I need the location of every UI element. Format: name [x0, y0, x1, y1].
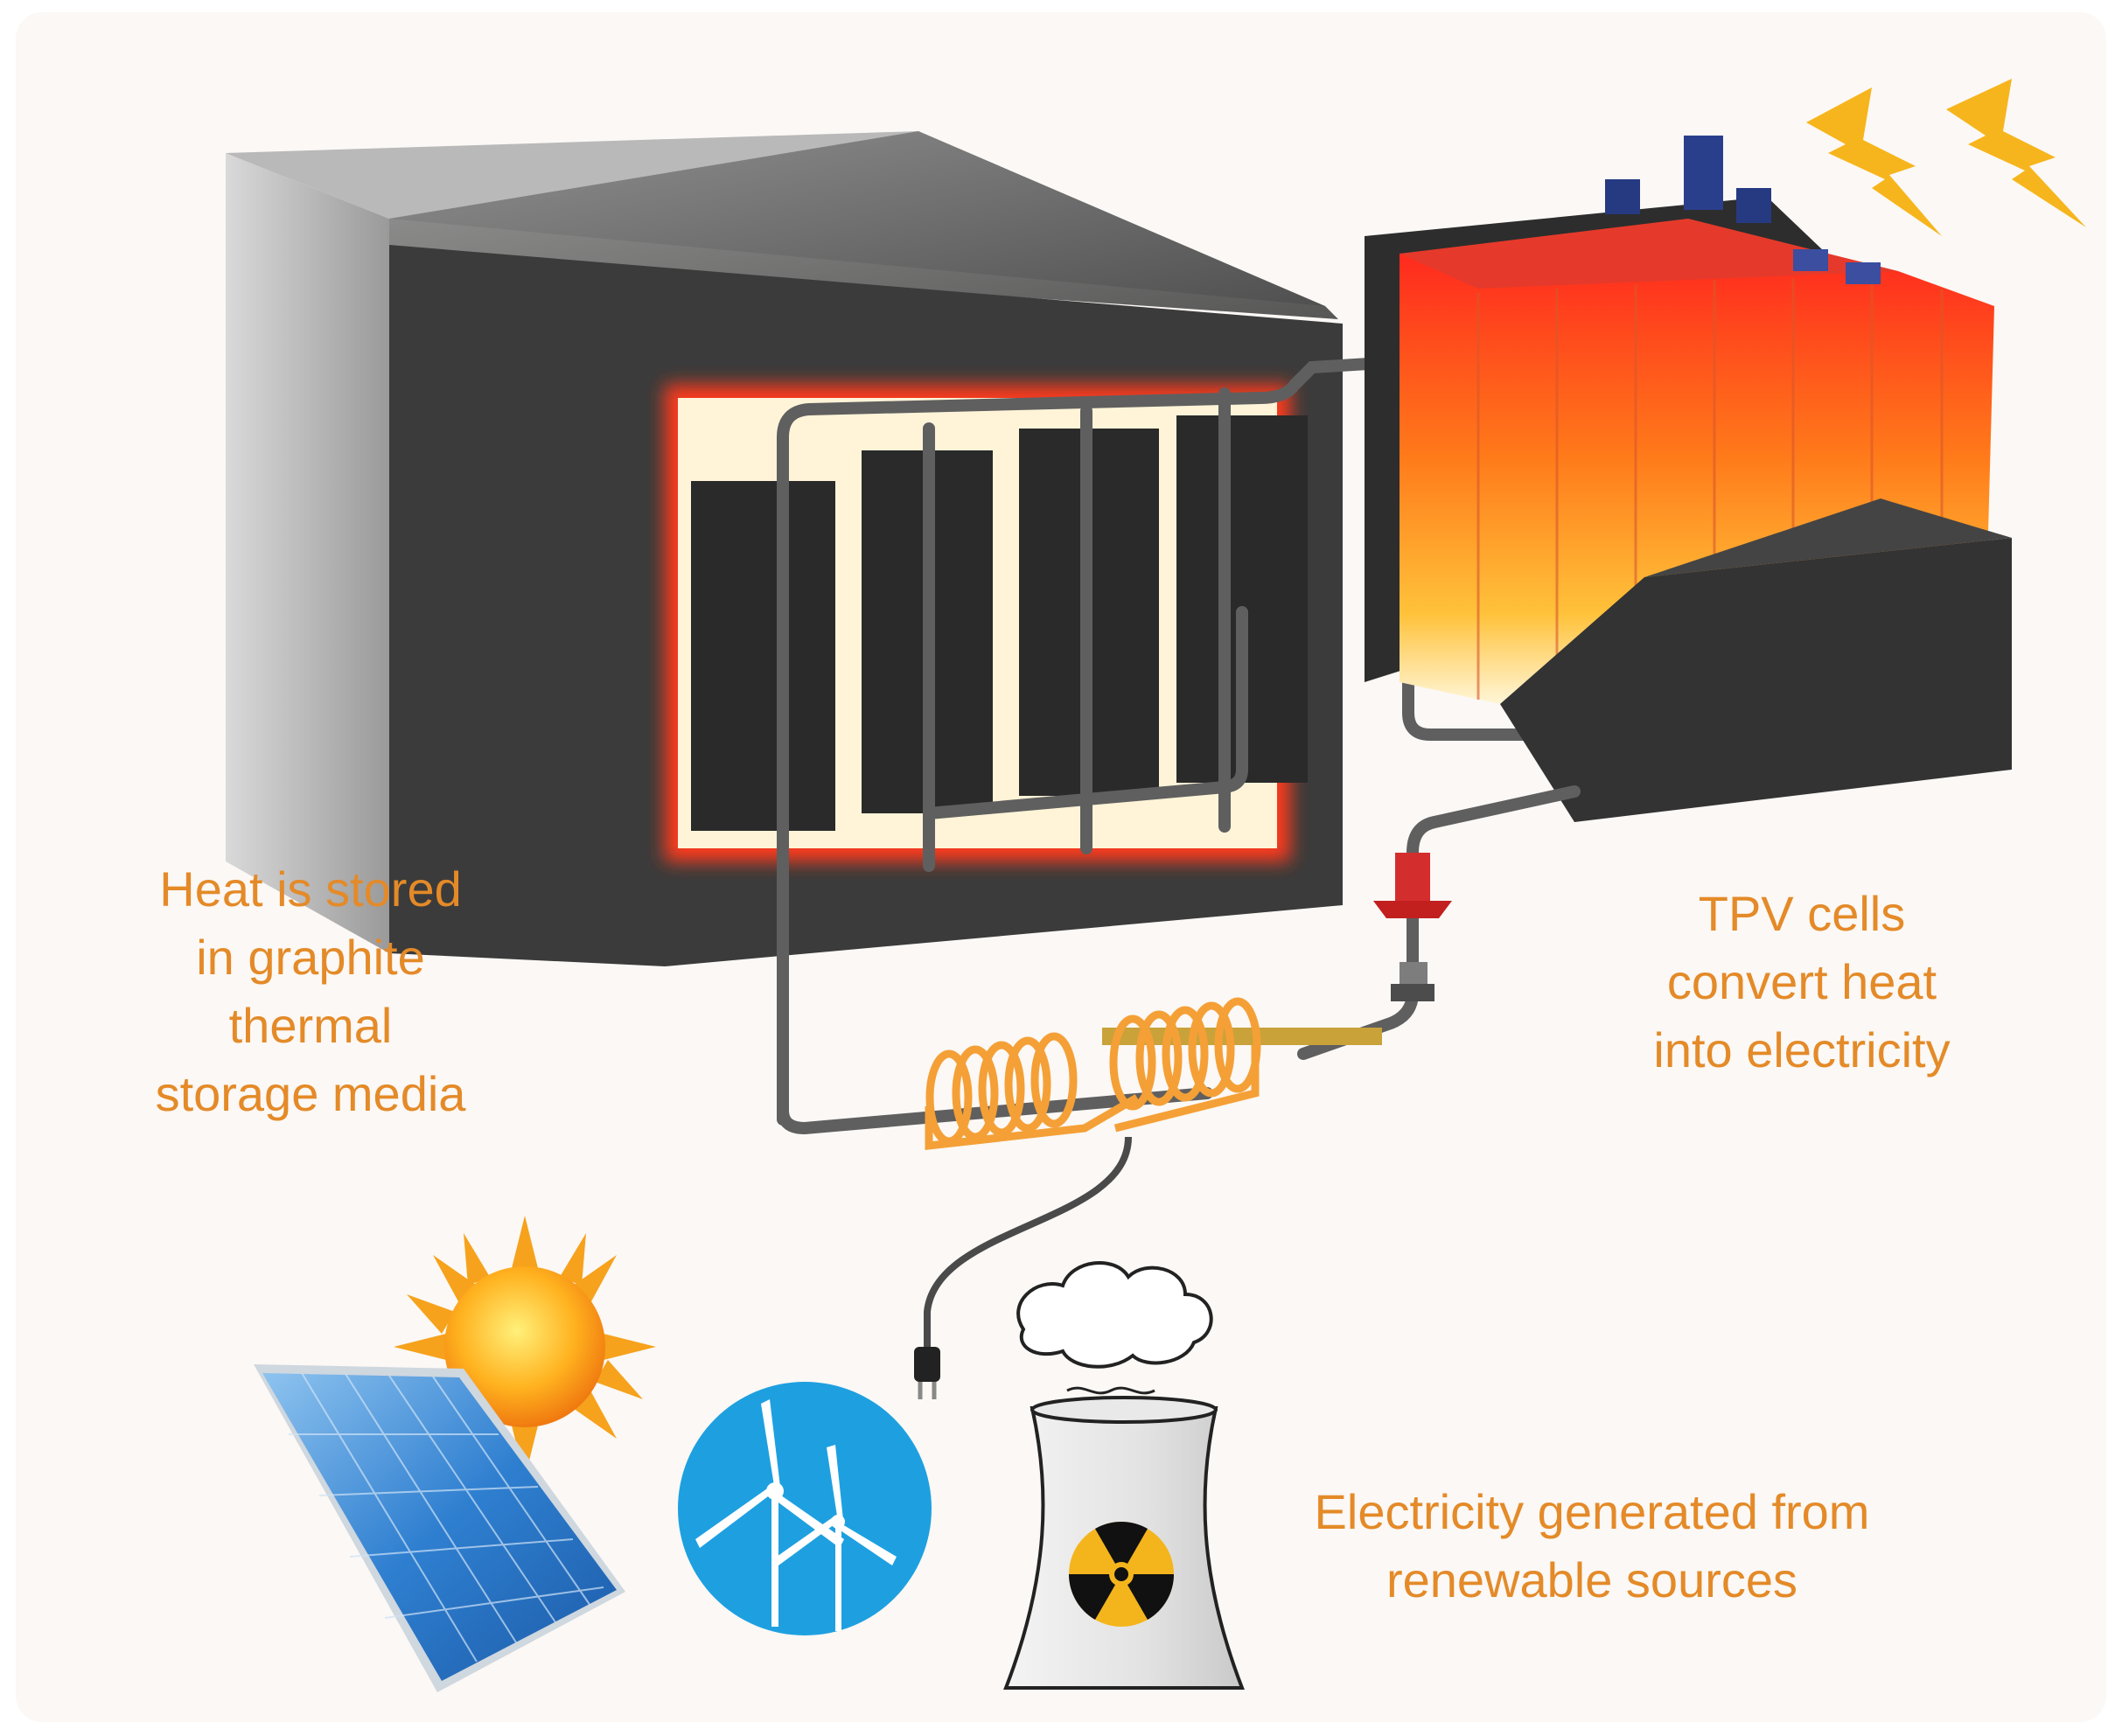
power-plug-icon [914, 1136, 1132, 1399]
caption-storage: Heat is stored in graphite thermal stora… [105, 855, 516, 1128]
tpv-cell-unit-icon [1365, 136, 2012, 822]
wind-turbine-icon [678, 1382, 932, 1635]
sun-icon [394, 1216, 656, 1478]
caption-line: in graphite [196, 930, 425, 985]
caption-line: into electricity [1653, 1022, 1951, 1077]
caption-renewables: Electricity generated from renewable sou… [1225, 1478, 1959, 1614]
caption-line: renewable sources [1386, 1552, 1798, 1607]
solar-panel-icon [254, 1364, 625, 1692]
caption-line: Heat is stored [159, 861, 462, 917]
caption-line: storage media [155, 1066, 466, 1121]
lightning-bolt-icon [1806, 79, 2086, 236]
caption-line: thermal [228, 998, 393, 1053]
return-pipe [777, 785, 1581, 1135]
graphite-storage-block-icon [226, 131, 1528, 1126]
caption-line: convert heat [1666, 954, 1937, 1009]
cooling-tower-icon [1003, 1261, 1245, 1690]
caption-line: Electricity generated from [1314, 1484, 1870, 1539]
valve-icon [1373, 853, 1452, 1001]
caption-line: TPV cells [1698, 886, 1906, 941]
caption-tpv: TPV cells convert heat into electricity [1601, 880, 2003, 1084]
radiation-symbol-icon [1069, 1521, 1174, 1627]
battery-terminal [1605, 136, 1881, 284]
induction-heating-coil-icon [925, 997, 1382, 1151]
